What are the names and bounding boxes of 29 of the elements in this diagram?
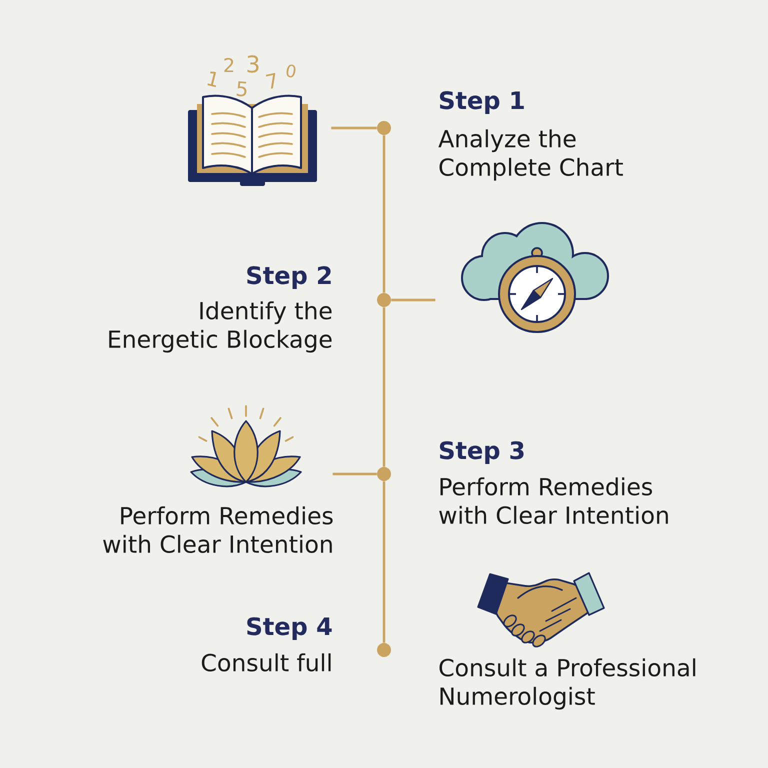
timeline-dot [377,643,391,657]
timeline-dot [377,467,391,481]
timeline-dot [377,121,391,135]
connector-line [382,135,386,293]
handshake-icon [477,572,605,648]
step-heading: Step 2 [247,266,331,289]
connector-line [332,472,377,476]
step-text: Identify the Energetic Blockage [109,301,332,353]
digit: 3 [247,55,258,73]
digit: 1 [207,72,216,88]
digit: 2 [224,58,234,72]
digit: 0 [286,64,296,78]
connector-line [331,126,377,130]
connector-line [391,298,436,302]
lotus-icon [190,405,302,488]
cloud-compass-icon [461,222,609,333]
step-text: Perform Remedies with Clear Intention [439,477,668,524]
timeline-dot [377,293,391,307]
step-heading: Step 3 [440,441,524,464]
step-text: Analyze the Complete Chart [438,129,623,181]
connector-line [382,307,386,467]
connector-line [382,481,386,643]
digit: 7 [266,72,276,89]
step-text: Consult full [202,653,331,672]
step-text: Consult a Professional Numerologist [440,658,696,710]
book-icon [188,94,317,186]
step-heading: Step 4 [247,617,332,640]
step-text: Perform Remedies with Clear Intention [103,506,333,554]
step-heading: Step 1 [440,91,524,114]
